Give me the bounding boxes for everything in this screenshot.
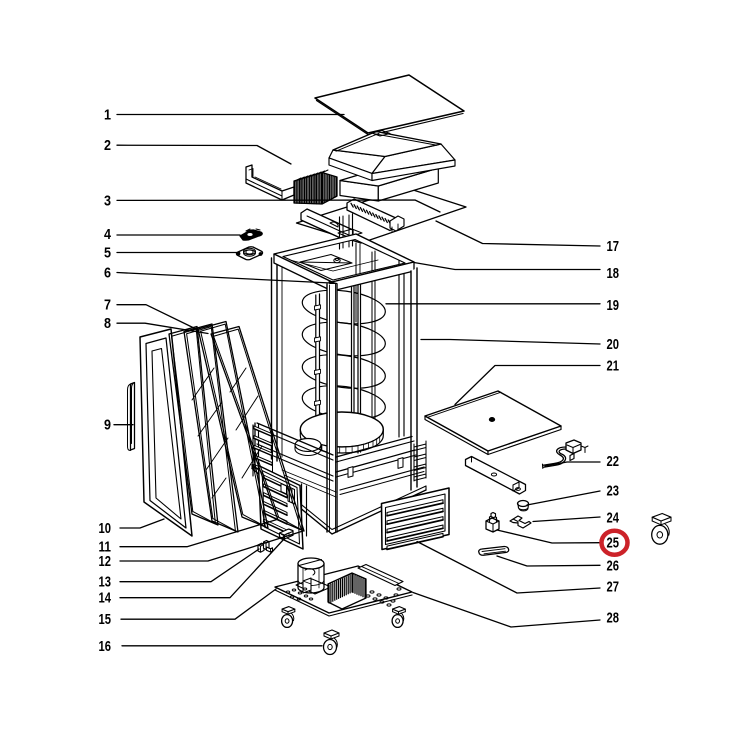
- svg-text:11: 11: [99, 540, 112, 556]
- svg-text:12: 12: [99, 554, 112, 570]
- svg-text:14: 14: [99, 591, 112, 607]
- svg-text:9: 9: [104, 418, 111, 434]
- svg-text:8: 8: [104, 316, 111, 332]
- svg-text:26: 26: [607, 558, 620, 574]
- svg-text:2: 2: [104, 138, 111, 154]
- svg-text:7: 7: [104, 298, 111, 314]
- svg-text:18: 18: [607, 266, 620, 282]
- svg-text:22: 22: [607, 454, 620, 470]
- svg-text:25: 25: [607, 536, 620, 552]
- svg-text:6: 6: [104, 266, 111, 282]
- svg-text:21: 21: [607, 359, 620, 375]
- svg-text:10: 10: [99, 521, 112, 537]
- svg-text:13: 13: [99, 575, 112, 591]
- svg-text:27: 27: [607, 580, 620, 596]
- svg-text:19: 19: [607, 298, 620, 314]
- svg-text:20: 20: [607, 337, 620, 353]
- svg-text:5: 5: [104, 246, 111, 262]
- svg-text:16: 16: [99, 639, 112, 655]
- svg-text:3: 3: [104, 193, 111, 209]
- svg-text:24: 24: [607, 510, 620, 526]
- svg-text:1: 1: [104, 108, 111, 124]
- svg-text:15: 15: [99, 612, 112, 628]
- svg-text:4: 4: [104, 227, 112, 243]
- svg-text:23: 23: [607, 484, 620, 500]
- svg-text:28: 28: [607, 610, 620, 626]
- svg-text:17: 17: [607, 239, 620, 255]
